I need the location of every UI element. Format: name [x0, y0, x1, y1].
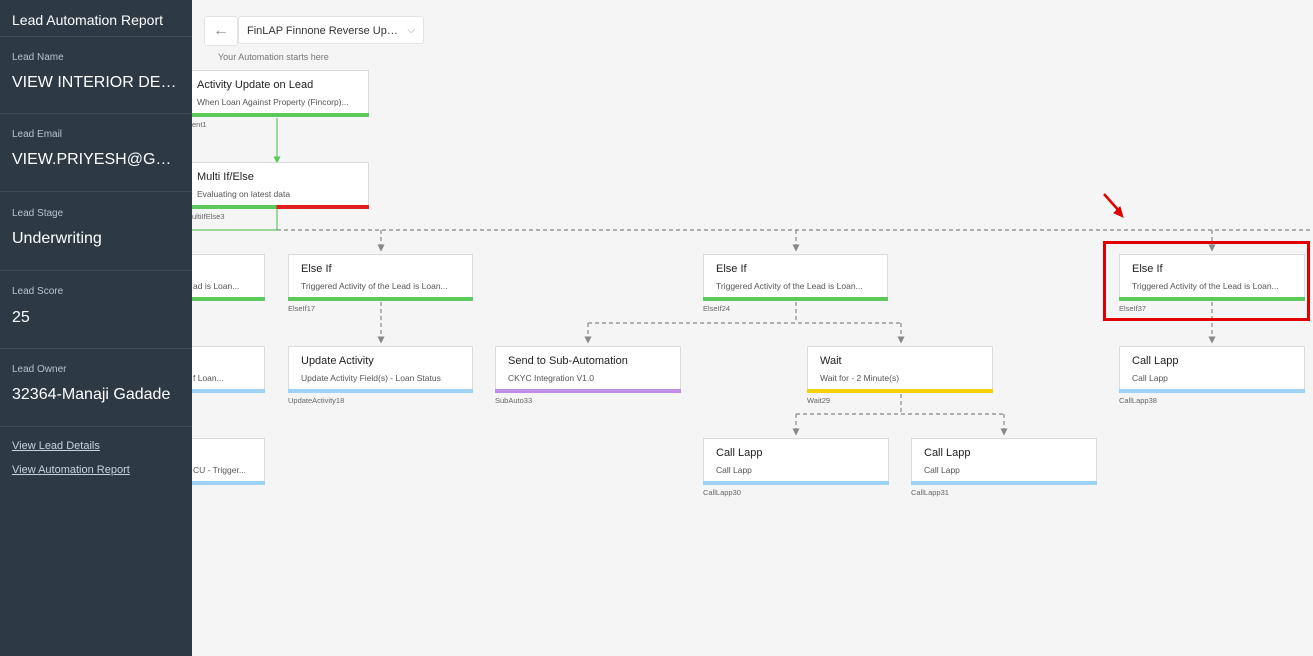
node-title: Update Activity [301, 355, 374, 367]
wait-node[interactable]: Wait Wait for - 2 Minute(s) [807, 346, 993, 393]
call-lapp-node[interactable]: Call Lapp Call Lapp [703, 438, 889, 485]
node-id: ultiIfElse3 [192, 212, 225, 221]
node-title: Else If [301, 263, 332, 275]
back-button[interactable]: ← [204, 16, 238, 46]
node-title: Activity Update on Lead [197, 79, 314, 91]
node-status-bar [495, 389, 681, 393]
lead-score-label: Lead Score [12, 286, 64, 297]
node-status-bar [807, 389, 993, 393]
node-status-bar [703, 297, 888, 301]
trigger-node[interactable]: Activity Update on Lead When Loan Agains… [192, 70, 369, 117]
update-activity-node[interactable]: Update Activity Update Activity Field(s)… [288, 346, 473, 393]
node-subtitle: CU - Trigger... [193, 465, 246, 475]
divider [0, 426, 192, 427]
node-subtitle: Call Lapp [1132, 373, 1168, 383]
node-status-bar [288, 389, 473, 393]
automation-canvas[interactable]: ← FinLAP Finnone Reverse Update ... ⌵ Yo… [192, 0, 1313, 656]
node-subtitle: f Loan... [193, 373, 224, 383]
node-subtitle: Call Lapp [716, 465, 752, 475]
view-lead-details-link[interactable]: View Lead Details [12, 440, 100, 452]
node-status-bar [192, 113, 369, 117]
node-subtitle: CKYC Integration V1.0 [508, 373, 594, 383]
node-subtitle: Call Lapp [924, 465, 960, 475]
node-status-bar [703, 481, 889, 485]
node-title: Wait [820, 355, 842, 367]
call-lapp-node[interactable]: Call Lapp Call Lapp [911, 438, 1097, 485]
lead-email-label: Lead Email [12, 129, 63, 140]
lead-stage-label: Lead Stage [12, 208, 64, 219]
node-id: SubAuto33 [495, 396, 533, 405]
lead-name-value: VIEW INTERIOR DESIGN [12, 74, 184, 91]
node-subtitle: ad is Loan... [193, 281, 240, 291]
node-subtitle: When Loan Against Property (Fincorp)... [197, 97, 349, 107]
node-subtitle: Triggered Activity of the Lead is Loan..… [301, 281, 448, 291]
node-status-bar [192, 297, 265, 301]
action-node-partial[interactable]: CU - Trigger... [192, 438, 265, 485]
node-status-bar [192, 481, 265, 485]
lead-score-value: 25 [12, 309, 30, 326]
lead-owner-value: 32364-Manaji Gadade [12, 386, 171, 403]
node-title: Else If [1132, 263, 1163, 275]
node-id: ElseIf24 [703, 304, 731, 313]
sidebar-title: Lead Automation Report [12, 12, 163, 28]
lead-stage-value: Underwriting [12, 230, 102, 247]
node-id: CallLapp31 [911, 488, 949, 497]
node-subtitle: Wait for - 2 Minute(s) [820, 373, 900, 383]
else-if-node[interactable]: Else If Triggered Activity of the Lead i… [288, 254, 473, 301]
node-subtitle: Evaluating on latest data [197, 189, 291, 199]
node-title: Call Lapp [1132, 355, 1179, 367]
node-status-bar [1119, 389, 1305, 393]
node-id: CallLapp30 [703, 488, 741, 497]
node-subtitle: Update Activity Field(s) - Loan Status [301, 373, 441, 383]
sub-automation-node[interactable]: Send to Sub-Automation CKYC Integration … [495, 346, 681, 393]
node-status-bar [288, 297, 473, 301]
else-if-node[interactable]: Else If Triggered Activity of the Lead i… [1119, 254, 1305, 301]
divider [0, 348, 192, 349]
node-title: Else If [716, 263, 747, 275]
automation-name: FinLAP Finnone Reverse Update ... [247, 25, 403, 37]
node-id: Wait29 [807, 396, 831, 405]
else-if-node[interactable]: Else If Triggered Activity of the Lead i… [703, 254, 888, 301]
node-status-bar [192, 205, 369, 209]
node-status-bar [1119, 297, 1305, 301]
node-title: Send to Sub-Automation [508, 355, 628, 367]
multi-if-else-node[interactable]: Multi If/Else Evaluating on latest data [192, 162, 369, 209]
lead-owner-label: Lead Owner [12, 364, 67, 375]
node-title: Call Lapp [924, 447, 971, 459]
connector-lines [192, 118, 1313, 436]
call-lapp-node[interactable]: Call Lapp Call Lapp [1119, 346, 1305, 393]
node-title: Multi If/Else [197, 171, 254, 183]
chevron-down-icon: ⌵ [407, 25, 415, 36]
node-id: UpdateActivity18 [288, 396, 345, 405]
node-id: ent1 [192, 120, 207, 129]
divider [0, 36, 192, 37]
highlight-box [1103, 241, 1310, 321]
node-id: CallLapp38 [1119, 396, 1157, 405]
node-id: ElseIf17 [288, 304, 316, 313]
node-subtitle: Triggered Activity of the Lead is Loan..… [716, 281, 863, 291]
automation-start-label: Your Automation starts here [218, 52, 329, 62]
action-node-partial[interactable]: f Loan... [192, 346, 265, 393]
view-automation-report-link[interactable]: View Automation Report [12, 464, 130, 476]
else-if-node-partial[interactable]: ad is Loan... [192, 254, 265, 301]
sidebar: Lead Automation Report Lead Name VIEW IN… [0, 0, 192, 656]
node-title: Call Lapp [716, 447, 763, 459]
divider [0, 270, 192, 271]
divider [0, 113, 192, 114]
node-status-bar [192, 389, 265, 393]
node-status-bar [911, 481, 1097, 485]
node-id: ElseIf37 [1119, 304, 1147, 313]
lead-name-label: Lead Name [12, 52, 64, 63]
automation-selector[interactable]: FinLAP Finnone Reverse Update ... ⌵ [238, 16, 424, 44]
divider [0, 191, 192, 192]
